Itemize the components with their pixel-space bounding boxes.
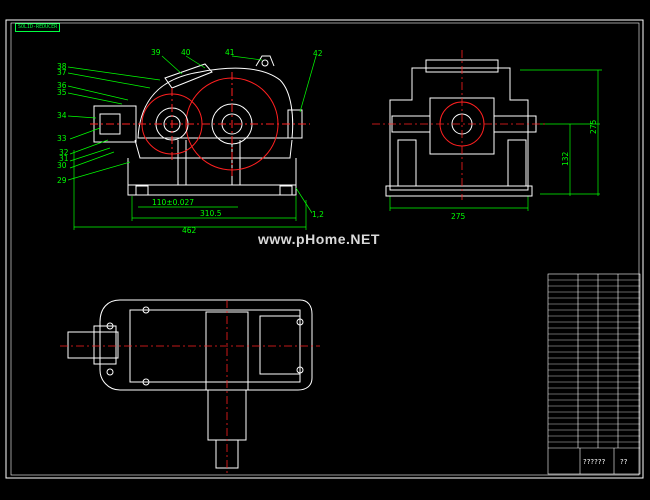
side-shaft-circle-outer: [439, 101, 485, 147]
dim-overall-length: 462: [182, 226, 197, 235]
part-labels: 38 37 36 35 34 33 32 31 30 29 39 40 41 4…: [57, 48, 598, 235]
dim-shaft-height: 132: [561, 151, 570, 166]
label-33: 33: [57, 134, 67, 143]
label-37: 37: [57, 68, 67, 77]
label-40: 40: [181, 48, 191, 57]
dim-base-length: 310.5: [200, 209, 222, 218]
bolt-4: [296, 366, 304, 374]
top-input-coupling: [93, 325, 117, 365]
lifting-eye: [255, 55, 275, 67]
label-42: 42: [313, 49, 323, 58]
title-block-rows: [548, 279, 640, 443]
bolt-6: [142, 378, 150, 386]
title-footer-right: ??: [620, 458, 628, 466]
file-tag: SOLID-REDUCER: [15, 23, 61, 32]
side-housing-outline: [389, 67, 529, 191]
top-view: [67, 299, 313, 469]
bolt-5: [142, 306, 150, 314]
title-footer: ?????? ??: [583, 458, 628, 466]
label-31: 31: [59, 154, 69, 163]
top-input-shaft: [67, 331, 119, 359]
input-shaft-end: [99, 113, 121, 135]
bolt-1: [106, 322, 114, 330]
side-base: [385, 185, 533, 197]
dim-side-height: 275: [589, 119, 598, 134]
top-right-cover: [259, 315, 301, 375]
title-footer-left: ??????: [583, 458, 606, 466]
label-36: 36: [57, 81, 67, 90]
sheet-inner-frame: [10, 22, 640, 476]
label-30: 30: [57, 161, 67, 170]
front-view-gears: [90, 72, 310, 176]
side-view: [385, 59, 537, 197]
title-block-frame: [547, 273, 641, 475]
dim-side-width: 275: [451, 212, 466, 221]
lifting-eye-hole: [261, 59, 269, 67]
label-35: 35: [57, 88, 67, 97]
front-view: [93, 55, 303, 196]
side-leg-left: [397, 139, 417, 187]
watermark: www.pHome.NET: [258, 231, 380, 247]
label-1-2: 1,2: [312, 210, 324, 219]
bolt-3: [296, 318, 304, 326]
side-view-centerlines: [372, 50, 548, 200]
title-block: [547, 273, 641, 475]
label-41: 41: [225, 48, 235, 57]
label-29: 29: [57, 176, 67, 185]
label-34: 34: [57, 111, 67, 120]
base-foot-right: [279, 185, 293, 196]
label-32: 32: [59, 148, 69, 157]
top-housing-outline: [99, 299, 313, 391]
housing-cover: [137, 67, 294, 139]
side-leg-right: [507, 139, 527, 187]
housing-base: [127, 158, 297, 196]
leader-lines: [67, 55, 602, 230]
base-foot-left: [135, 185, 149, 196]
housing-lower: [134, 139, 293, 159]
bolt-2: [106, 368, 114, 376]
label-39: 39: [151, 48, 161, 57]
top-view-centerlines: [60, 300, 320, 474]
dim-center-distance: 110±0.027: [152, 198, 194, 207]
sheet-frame: [5, 19, 644, 479]
inspection-cover: [164, 63, 213, 89]
label-38: 38: [57, 62, 67, 71]
